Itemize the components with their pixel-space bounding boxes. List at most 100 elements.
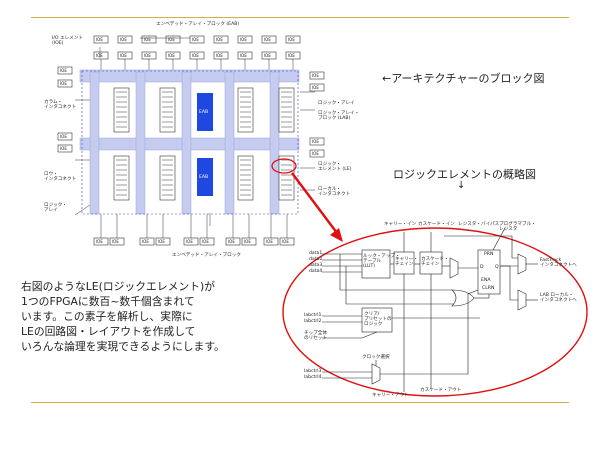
ioe-box-label: IOE <box>168 53 175 58</box>
description-line-4: LEの回路図・レイアウトを作成して <box>21 325 196 338</box>
lut-label: ルック・アップ・テーブル(LUT) <box>363 254 400 269</box>
ioe-box <box>57 144 73 153</box>
ioe-box <box>237 51 253 60</box>
ioe-box-label: IOE <box>142 239 149 244</box>
lab-block-1 <box>113 87 130 133</box>
ioe-box <box>165 51 181 60</box>
description-line-5: いろんな論理を実現できるようにします。 <box>21 340 225 353</box>
clear-preset-label: クリア/プリセットのロジック <box>364 312 392 327</box>
clock-select-mux <box>371 363 381 385</box>
ioe-box <box>189 51 205 60</box>
ioe-box <box>261 51 277 60</box>
lut-block <box>361 249 391 279</box>
ioe-box <box>189 35 205 44</box>
lab-block-8 <box>278 155 295 201</box>
data2-label: data2 <box>309 257 323 262</box>
carry-in-label: キャリー・イン <box>384 222 417 227</box>
ioe-box <box>285 51 301 60</box>
ioe-box-label: IOE <box>186 239 193 244</box>
lab-block-3 <box>159 87 176 133</box>
lab-label: ロジック・アレイ・ブロック (LAB) <box>318 111 360 121</box>
io-element-label: I/O エレメント(IOE) <box>52 36 83 46</box>
column-interconnect-label: カラム・インタコネクト <box>44 100 77 110</box>
bottom-rule <box>31 402 569 403</box>
clear-preset-logic-block <box>361 307 393 333</box>
logic-array-right-label: ロジック・アレイ <box>318 101 355 106</box>
prn-label: PRN <box>484 252 494 257</box>
ioe-box-label: IOE <box>96 53 103 58</box>
ioe-box <box>155 237 171 246</box>
ioe-box <box>279 237 295 246</box>
description-line-2: 1つのFPGAに数百~数千個含まれて <box>21 295 195 308</box>
ioe-box <box>117 51 133 60</box>
row-interconnect-label: ロウ・インタコネクト <box>44 172 77 182</box>
ioe-box-label: IOE <box>202 239 209 244</box>
architecture-caption: ←アーキテクチャーのブロック図 <box>382 72 545 85</box>
cascade-chain-label: カスケード・チェイン <box>421 257 449 267</box>
data3-label: data3 <box>309 263 323 268</box>
ioe-box <box>213 35 229 44</box>
ioe-box <box>309 149 325 158</box>
ioe-box <box>139 237 155 246</box>
ioe-box-label: IOE <box>266 239 273 244</box>
ioe-box-label: IOE <box>312 85 319 90</box>
lab-block-2 <box>113 155 130 201</box>
local-interconnect-label: ローカル・インタコネクト <box>318 187 351 197</box>
ioe-box <box>93 35 109 44</box>
eab-block-top <box>197 93 213 131</box>
clrn-label: CLRN <box>482 286 495 291</box>
ioe-box <box>57 79 73 88</box>
or-gate <box>451 289 475 307</box>
lab-block-4 <box>159 155 176 201</box>
ioe-box-label: IOE <box>240 37 247 42</box>
ioe-box-label: IOE <box>60 146 67 151</box>
ioe-box-label: IOE <box>192 37 199 42</box>
lab-local-label: LAB ローカル・インタコネクトへ <box>540 293 577 303</box>
ena-label: ENA <box>481 278 491 283</box>
ioe-box <box>213 51 229 60</box>
ioe-box-label: IOE <box>288 53 295 58</box>
column-interconnect-3 <box>181 71 192 215</box>
le-pointer-arrow <box>291 172 338 234</box>
ioe-box-label: IOE <box>120 53 127 58</box>
lab-block-5 <box>237 87 254 133</box>
ioe-box-label: IOE <box>216 37 223 42</box>
description-line-3: います。この素子を解析し、実際に <box>21 310 193 323</box>
ioe-box <box>141 35 157 44</box>
le-pointer-arrowhead <box>330 228 343 242</box>
logic-array-left-label: ロジック・アレイ <box>44 203 67 213</box>
column-interconnect-4 <box>224 71 235 215</box>
ioe-box <box>141 51 157 60</box>
ioe-box <box>309 83 325 92</box>
ioe-box-label: IOE <box>168 37 175 42</box>
ioe-box <box>237 35 253 44</box>
column-interconnect-1 <box>89 71 100 215</box>
ioe-box <box>263 237 279 246</box>
ioe-box-label: IOE <box>96 239 103 244</box>
ioe-box-label: IOE <box>144 53 151 58</box>
ioe-box-label: IOE <box>282 239 289 244</box>
ioe-box-label: IOE <box>96 37 103 42</box>
ioe-box-label: IOE <box>60 68 67 73</box>
programmable-register-label: プログラマブル・レジスタ <box>499 222 536 232</box>
eab-box-label-bottom: EAB <box>199 175 209 180</box>
labctrl2-label: labctrl2 <box>304 319 322 324</box>
labctrl3-label: labctrl3 <box>304 369 322 374</box>
q-label: Q <box>495 265 499 270</box>
le-down-arrow: ↓ <box>457 180 466 191</box>
le-caption: ロジックエレメントの概略図 <box>393 168 536 181</box>
eab-block-bottom <box>197 158 213 196</box>
ioe-box-label: IOE <box>144 37 151 42</box>
data1-label: data1 <box>309 251 323 256</box>
ioe-box-label: IOE <box>264 37 271 42</box>
ioe-box <box>165 35 181 44</box>
ioe-box <box>261 35 277 44</box>
ioe-box <box>309 71 325 80</box>
ioe-box-label: IOE <box>240 53 247 58</box>
chip-reset-label: チップ全体のリセット <box>304 331 327 341</box>
ioe-box-label: IOE <box>312 73 319 78</box>
eab-bottom-label: エンベデッド・アレイ・ブロック <box>172 253 241 258</box>
data4-label: data4 <box>309 269 323 274</box>
